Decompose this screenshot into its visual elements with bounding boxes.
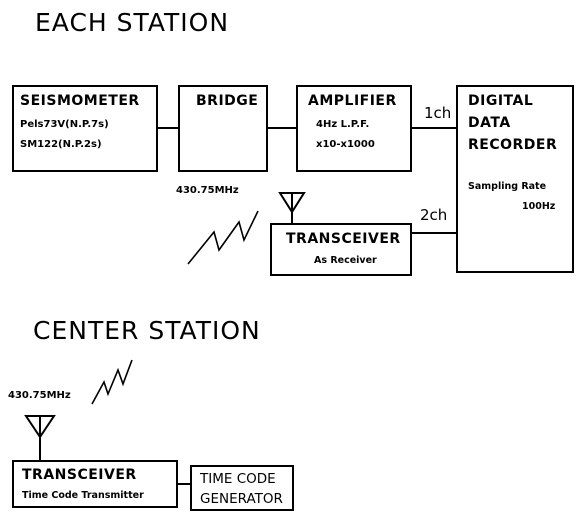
- center-transceiver-title: TRANSCEIVER: [22, 467, 137, 483]
- seismometer-line1: Pels73V(N.P.7s): [20, 119, 109, 130]
- seismometer-box: SEISMOMETER Pels73V(N.P.7s) SM122(N.P.2s…: [12, 85, 158, 172]
- amplifier-line2: x10-x1000: [316, 139, 375, 150]
- ch2-label: 2ch: [420, 206, 448, 224]
- time-code-line1: TIME CODE: [200, 471, 276, 487]
- center-frequency-label: 430.75MHz: [8, 390, 71, 401]
- bridge-box: BRIDGE: [178, 85, 268, 172]
- transceiver-title: TRANSCEIVER: [286, 231, 401, 247]
- recorder-rate-value: 100Hz: [522, 201, 556, 212]
- center-station-title: CENTER STATION: [33, 316, 261, 345]
- each-frequency-label: 430.75MHz: [176, 185, 239, 196]
- recorder-line1: DIGITAL: [468, 93, 534, 109]
- center-transceiver-subtitle: Time Code Transmitter: [22, 490, 144, 501]
- antenna-icon: [24, 415, 56, 460]
- transceiver-subtitle: As Receiver: [314, 255, 377, 266]
- antenna-icon: [278, 192, 306, 226]
- amplifier-box: AMPLIFIER 4Hz L.P.F. x10-x1000: [296, 85, 412, 172]
- bridge-title: BRIDGE: [196, 93, 259, 109]
- ch1-label: 1ch: [424, 104, 452, 122]
- recorder-rate-label: Sampling Rate: [468, 181, 547, 192]
- time-code-generator-box: TIME CODE GENERATOR: [190, 465, 294, 511]
- recorder-line3: RECORDER: [468, 137, 558, 153]
- each-station-title: EACH STATION: [35, 8, 230, 37]
- time-code-line2: GENERATOR: [200, 491, 283, 507]
- seismometer-line2: SM122(N.P.2s): [20, 139, 102, 150]
- radio-wave-icon: [187, 210, 259, 265]
- recorder-line2: DATA: [468, 115, 511, 131]
- transceiver-transmitter-box: TRANSCEIVER Time Code Transmitter: [12, 460, 178, 508]
- transceiver-receiver-box: TRANSCEIVER As Receiver: [270, 223, 412, 276]
- amplifier-title: AMPLIFIER: [308, 93, 397, 109]
- seismometer-title: SEISMOMETER: [20, 93, 140, 109]
- amplifier-line1: 4Hz L.P.F.: [316, 119, 370, 130]
- recorder-box: DIGITAL DATA RECORDER Sampling Rate 100H…: [456, 85, 574, 273]
- radio-wave-icon: [91, 359, 133, 405]
